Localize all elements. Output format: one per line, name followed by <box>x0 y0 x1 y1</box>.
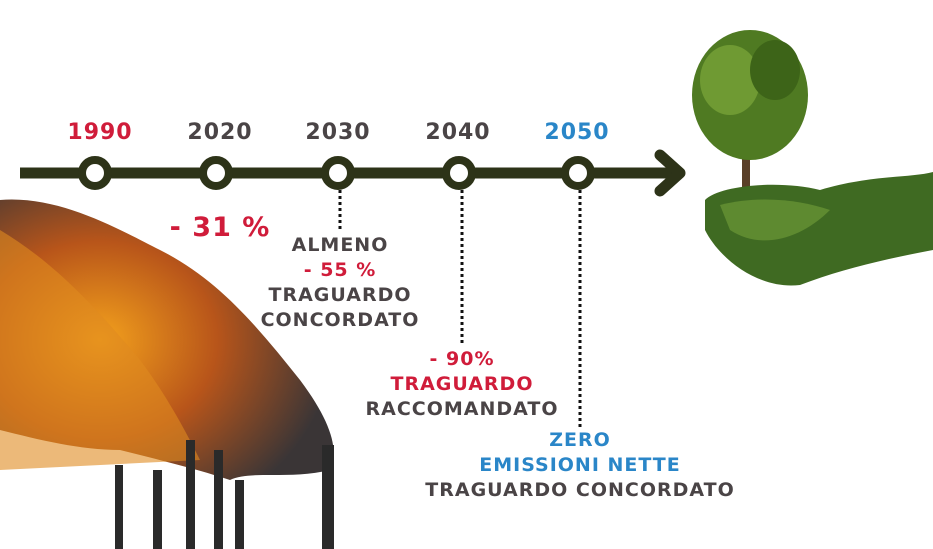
label: EMISSIONI NETTE <box>479 454 681 476</box>
label: RACCOMANDATO <box>365 398 559 420</box>
target-2040: - 90% TRAGUARDO RACCOMANDATO <box>365 347 558 422</box>
label: ZERO <box>549 429 611 451</box>
year-2030: 2030 <box>305 120 371 145</box>
milestone-2050 <box>561 156 595 190</box>
milestone-2040 <box>442 156 476 190</box>
label: TRAGUARDO <box>390 373 534 395</box>
label: ALMENO <box>291 234 389 256</box>
label: TRAGUARDO CONCORDATO <box>425 479 735 501</box>
milestone-1990 <box>78 156 112 190</box>
year-2040: 2040 <box>425 120 491 145</box>
year-1990: 1990 <box>67 120 133 145</box>
year-2020: 2020 <box>187 120 253 145</box>
timeline-arrow <box>20 149 686 428</box>
milestone-2020 <box>199 156 233 190</box>
tree-in-hands-image <box>692 30 933 286</box>
year-2050: 2050 <box>544 120 610 145</box>
smoke-image <box>0 199 334 549</box>
label: - 90% <box>429 348 495 370</box>
label: - 55 % <box>303 259 377 281</box>
target-2030: ALMENO - 55 % TRAGUARDO CONCORDATO <box>261 233 420 333</box>
label: CONCORDATO <box>260 309 420 331</box>
milestone-2030 <box>321 156 355 190</box>
reduction-2020: - 31 % <box>169 212 271 243</box>
target-2050: ZERO EMISSIONI NETTE TRAGUARDO CONCORDAT… <box>425 428 734 503</box>
label: TRAGUARDO <box>268 284 412 306</box>
